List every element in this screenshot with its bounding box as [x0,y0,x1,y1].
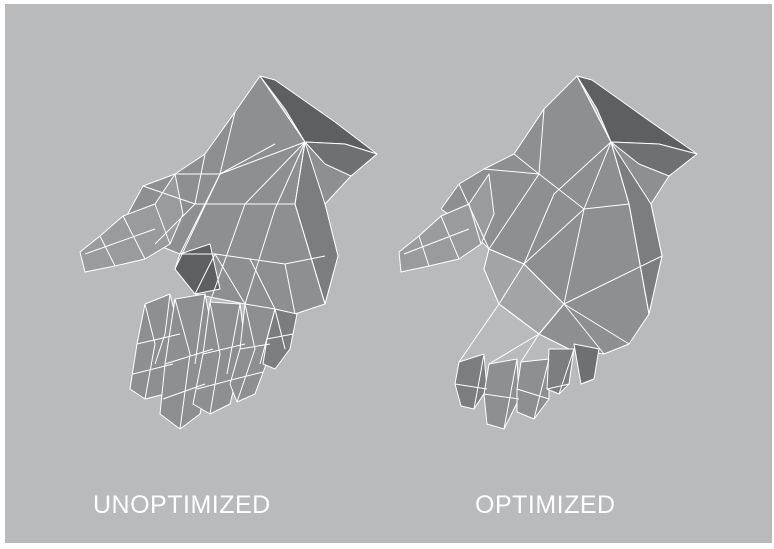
finger-2 [484,359,519,429]
caption-unoptimized: UNOPTIMIZED [93,491,271,520]
panel-optimized: OPTIMIZED [389,4,772,543]
thumb-face [399,174,494,272]
thumb-face [80,174,183,272]
finger-3 [517,359,549,419]
panel-unoptimized: UNOPTIMIZED [5,4,388,543]
caption-optimized: OPTIMIZED [475,491,616,520]
finger-5 [574,344,599,384]
unoptimized-hand-mesh [5,4,388,464]
finger-4 [547,349,574,394]
optimized-hand-mesh [389,4,772,464]
figure-frame: UNOPTIMIZED [5,4,772,543]
